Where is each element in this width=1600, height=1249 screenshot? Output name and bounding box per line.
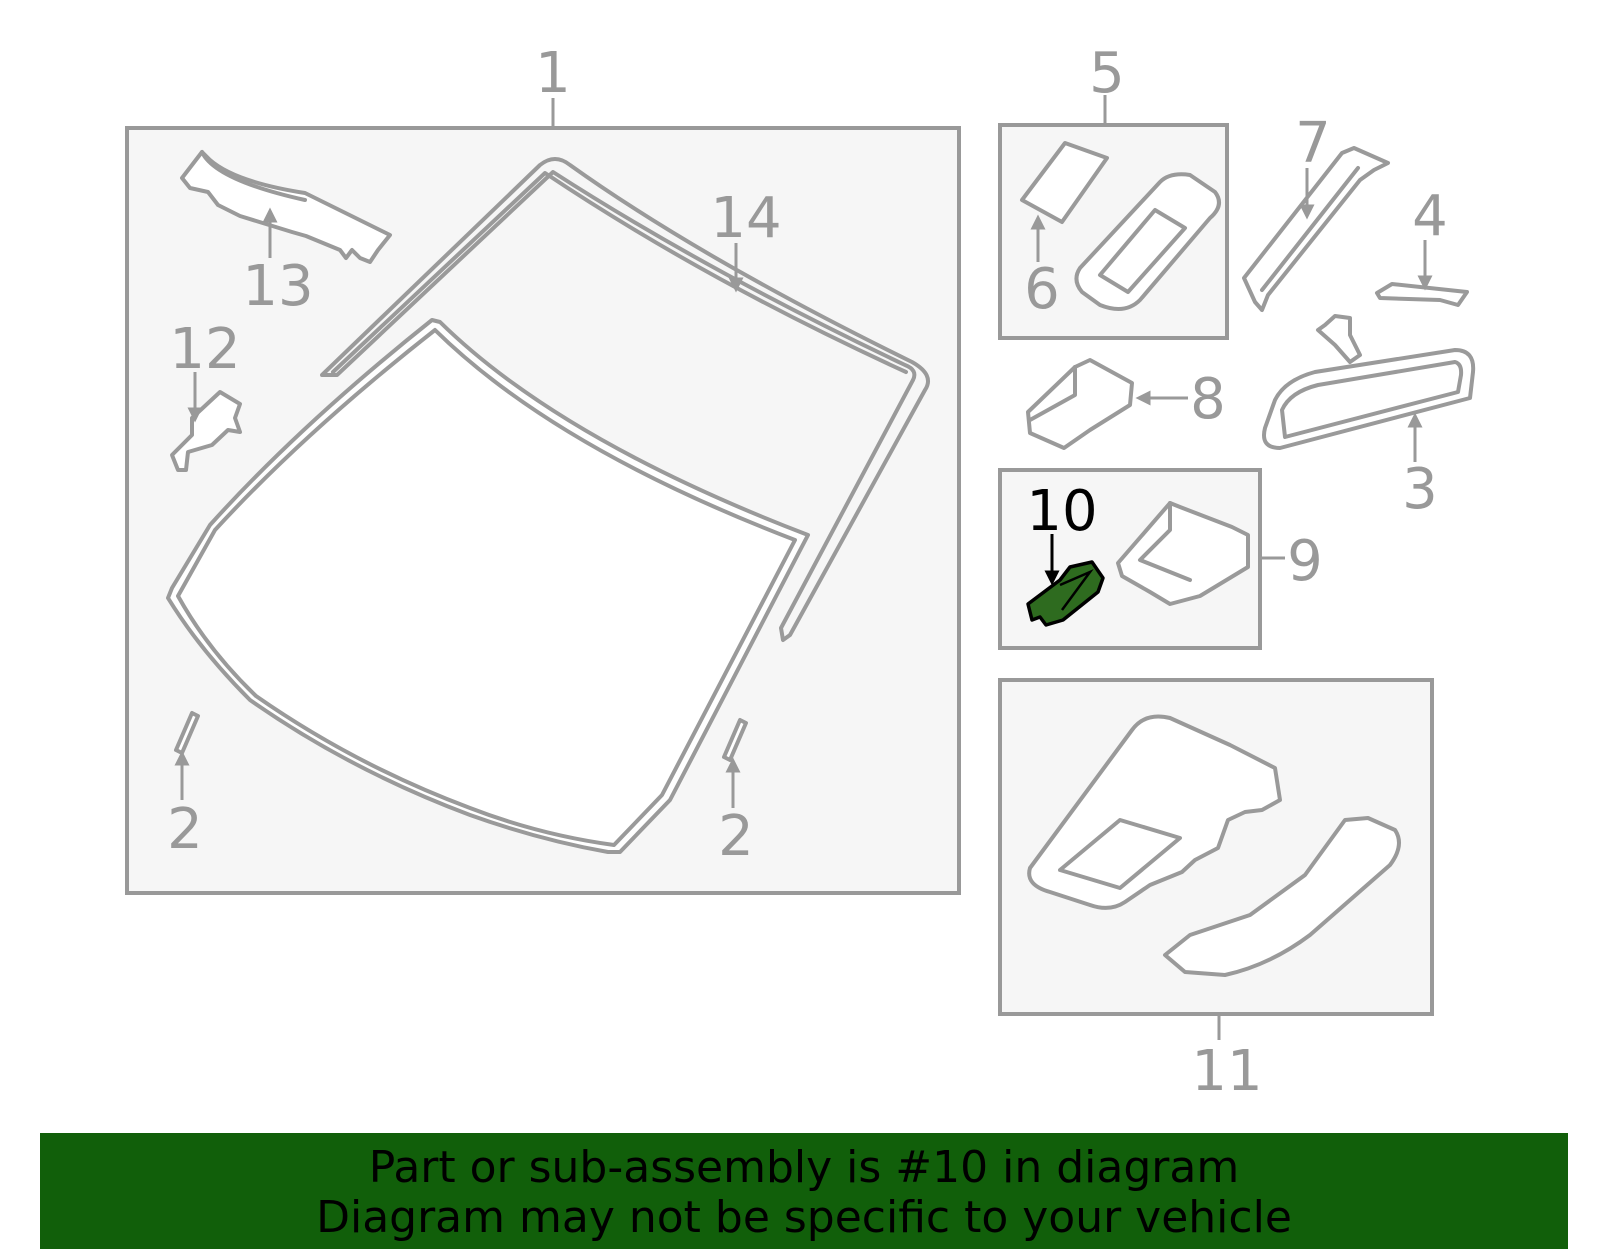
- callout-2-left: 2: [167, 797, 203, 862]
- callout-14: 14: [710, 186, 781, 251]
- part-13-bracket: [180, 150, 392, 264]
- callout-4: 4: [1412, 184, 1448, 249]
- callout-8: 8: [1190, 367, 1226, 432]
- part-11-lens: [1163, 816, 1401, 977]
- banner-line-2: Diagram may not be specific to your vehi…: [316, 1192, 1292, 1243]
- part-8-bracket: [1026, 358, 1188, 450]
- callout-13: 13: [242, 254, 313, 319]
- part-4-bracket: [1375, 240, 1469, 307]
- part-5-housing: [1074, 172, 1221, 311]
- notice-banner: Part or sub-assembly is #10 in diagram D…: [40, 1133, 1568, 1249]
- callout-2-right: 2: [718, 804, 754, 869]
- group-5: [998, 95, 1229, 340]
- callout-3: 3: [1402, 457, 1438, 522]
- group-11: [998, 678, 1434, 1040]
- callout-12: 12: [169, 317, 240, 382]
- banner-line-1: Part or sub-assembly is #10 in diagram: [368, 1142, 1240, 1193]
- part-1-windshield-glass: [166, 318, 810, 854]
- callout-7: 7: [1295, 111, 1331, 176]
- callout-9: 9: [1287, 529, 1323, 594]
- part-14-molding: [320, 157, 930, 642]
- part-10-highlighted[interactable]: [1026, 560, 1105, 627]
- group-9: [998, 468, 1285, 650]
- callout-1: 1: [535, 41, 571, 106]
- callout-10: 10: [1026, 479, 1097, 544]
- part-11-console: [1027, 714, 1282, 910]
- part-6-pad: [1020, 141, 1109, 224]
- part-9-housing: [1116, 501, 1250, 606]
- part-3-mirror: [1262, 314, 1476, 462]
- part-7-trim: [1242, 146, 1390, 312]
- parts-diagram: 1 2 2 3 4 5 6 7 8 9 10 11 12 13 14: [125, 41, 1476, 1104]
- callout-11: 11: [1191, 1039, 1262, 1104]
- callout-5: 5: [1089, 41, 1125, 106]
- callout-6: 6: [1024, 257, 1060, 322]
